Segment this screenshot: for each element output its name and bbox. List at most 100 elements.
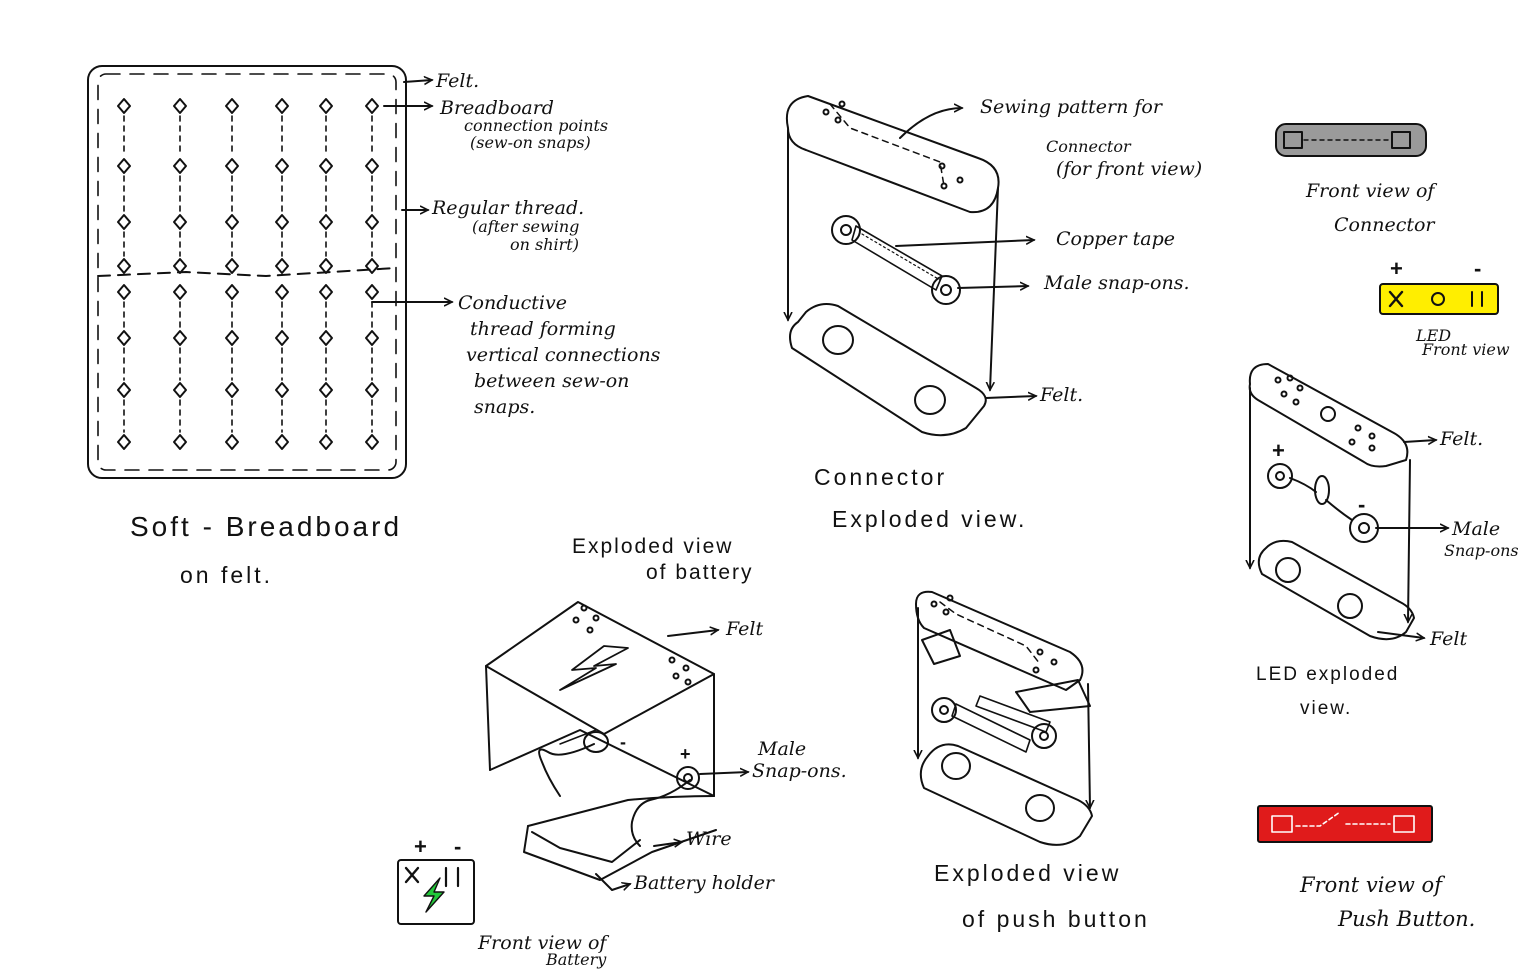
battery-exploded-plus: +	[680, 744, 691, 765]
sew-on-snap	[118, 285, 130, 299]
sew-on-snap	[118, 331, 130, 345]
led-front-2: Front view	[1422, 341, 1510, 359]
sew-on-snap	[320, 331, 332, 345]
breadboard-drawing	[88, 66, 452, 478]
led-exploded-minus: -	[1358, 492, 1365, 518]
connector-top-felt	[787, 96, 999, 212]
sew-on-snap	[320, 435, 332, 449]
label-battery-wire: Wire	[686, 828, 732, 850]
sew-on-snap	[174, 159, 186, 173]
label-thread-1: Regular thread.	[432, 197, 584, 219]
label-battery-felt: Felt	[726, 618, 763, 640]
connector-bottom-felt	[790, 304, 986, 435]
sew-on-snap	[276, 215, 288, 229]
sew-on-snap	[276, 435, 288, 449]
push-button-title-2: of push button	[962, 902, 1150, 936]
sew-on-snap	[276, 383, 288, 397]
sew-on-snap	[276, 331, 288, 345]
push-button-front-view	[1258, 806, 1432, 842]
battery-front-minus: -	[454, 834, 461, 860]
sew-on-snap	[276, 259, 288, 273]
sew-on-snap	[226, 259, 238, 273]
label-battery-male-1: Male	[758, 738, 806, 760]
sew-on-snap	[174, 259, 186, 273]
label-breadboard-points-3: (sew-on snaps)	[470, 134, 591, 152]
sew-on-snap	[174, 215, 186, 229]
battery-front-2: Battery	[546, 951, 606, 969]
label-led-male-1: Male	[1452, 518, 1500, 540]
sew-on-snap	[226, 285, 238, 299]
led-front-plus: +	[1390, 256, 1403, 282]
connector-copper-tape	[852, 226, 942, 290]
sew-on-snap	[174, 99, 186, 113]
connector-title-2: Exploded view.	[832, 502, 1027, 536]
sew-on-snap	[174, 435, 186, 449]
breadboard-felt-sheet	[88, 66, 406, 478]
sew-on-snap	[276, 159, 288, 173]
battery-bolt	[560, 646, 628, 690]
sew-on-snap	[366, 331, 378, 345]
led-title-1: LED exploded	[1256, 658, 1399, 692]
push-button-front-1: Front view of	[1300, 874, 1442, 896]
sew-on-snap	[366, 285, 378, 299]
sew-on-snap	[276, 99, 288, 113]
push-button-exploded-drawing	[916, 592, 1092, 845]
label-led-felt-bottom: Felt	[1430, 628, 1467, 650]
sew-on-snap	[174, 285, 186, 299]
connector-front-1: Front view of	[1306, 180, 1434, 202]
sew-on-snap	[366, 215, 378, 229]
label-sewing-1: Sewing pattern for	[980, 96, 1162, 118]
label-thread-2: (after sewing	[472, 218, 579, 236]
led-front-minus: -	[1474, 256, 1481, 282]
label-connector-felt: Felt.	[1040, 384, 1083, 406]
sew-on-snap	[174, 331, 186, 345]
sew-on-snap	[320, 259, 332, 273]
breadboard-stitch-border	[98, 74, 396, 470]
sew-on-snap	[118, 215, 130, 229]
sew-on-snap	[226, 435, 238, 449]
label-conductive-5: snaps.	[474, 396, 535, 418]
breadboard-snap-grid	[118, 99, 378, 449]
sew-on-snap	[226, 331, 238, 345]
label-connector-male: Male snap-ons.	[1044, 272, 1190, 294]
arrow-felt	[404, 80, 432, 82]
sew-on-snap	[366, 99, 378, 113]
battery-front-view	[398, 860, 474, 924]
sew-on-snap	[366, 159, 378, 173]
label-breadboard-felt: Felt.	[436, 70, 479, 92]
battery-front-plus: +	[414, 834, 427, 860]
sew-on-snap	[118, 99, 130, 113]
led-exploded-plus: +	[1272, 438, 1285, 464]
sew-on-snap	[366, 383, 378, 397]
sew-on-snap	[226, 99, 238, 113]
label-battery-male-2: Snap-ons.	[752, 760, 847, 782]
breadboard-divider-thread	[98, 268, 396, 276]
led-title-2: view.	[1300, 692, 1352, 726]
sew-on-snap	[366, 435, 378, 449]
sew-on-snap	[320, 215, 332, 229]
led-exploded-drawing	[1250, 364, 1448, 639]
label-copper-tape: Copper tape	[1056, 228, 1175, 250]
sew-on-snap	[276, 285, 288, 299]
battery-title-2: of battery	[646, 556, 754, 590]
label-conductive-1: Conductive	[458, 292, 567, 314]
sew-on-snap	[320, 285, 332, 299]
label-conductive-4: between sew-on	[474, 370, 629, 392]
sew-on-snap	[320, 383, 332, 397]
battery-wire	[539, 744, 690, 846]
battery-top-felt	[486, 602, 714, 734]
connector-title-1: Connector	[814, 460, 947, 494]
label-conductive-2: thread forming	[470, 318, 616, 340]
sew-on-snap	[118, 435, 130, 449]
sew-on-snap	[366, 259, 378, 273]
sew-on-snap	[174, 383, 186, 397]
sew-on-snap	[118, 159, 130, 173]
sew-on-snap	[226, 215, 238, 229]
led-front-view	[1380, 284, 1498, 314]
sew-on-snap	[118, 259, 130, 273]
breadboard-title-2: on felt.	[180, 558, 273, 592]
breadboard-title-1: Soft - Breadboard	[130, 510, 402, 544]
push-button-title-1: Exploded view	[934, 856, 1121, 890]
label-sewing-2: Connector	[1046, 138, 1131, 156]
